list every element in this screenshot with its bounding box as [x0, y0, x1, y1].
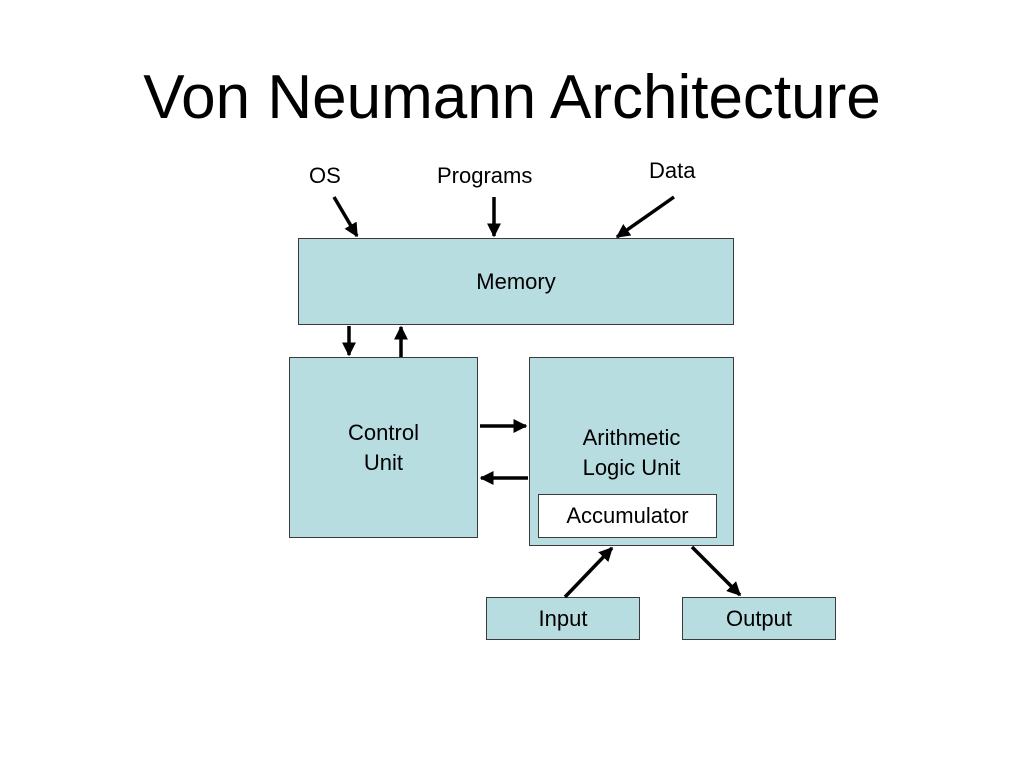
memory-box: Memory — [298, 238, 734, 325]
alu-to-output-arrow — [690, 545, 742, 597]
output-box: Output — [682, 597, 836, 640]
programs-label: Programs — [437, 163, 533, 188]
input-label: Input — [538, 605, 588, 631]
accumulator-box: Accumulator — [538, 494, 717, 538]
accumulator-label: Accumulator — [566, 503, 689, 528]
memory-label: Memory — [476, 268, 556, 294]
control-unit-box: Control Unit — [289, 357, 478, 538]
input-to-accumulator-arrow — [563, 546, 614, 599]
data-to-memory-arrow — [615, 195, 676, 239]
os-label: OS — [309, 163, 341, 188]
output-label: Output — [725, 605, 793, 631]
slide-title: Von Neumann Architecture — [143, 63, 881, 132]
control-unit-label: Control Unit — [348, 419, 419, 475]
data-label: Data — [649, 158, 696, 183]
input-box: Input — [486, 597, 640, 640]
alu-label: Arithmetic Logic Unit — [582, 425, 681, 480]
os-to-memory-arrow — [332, 196, 359, 238]
